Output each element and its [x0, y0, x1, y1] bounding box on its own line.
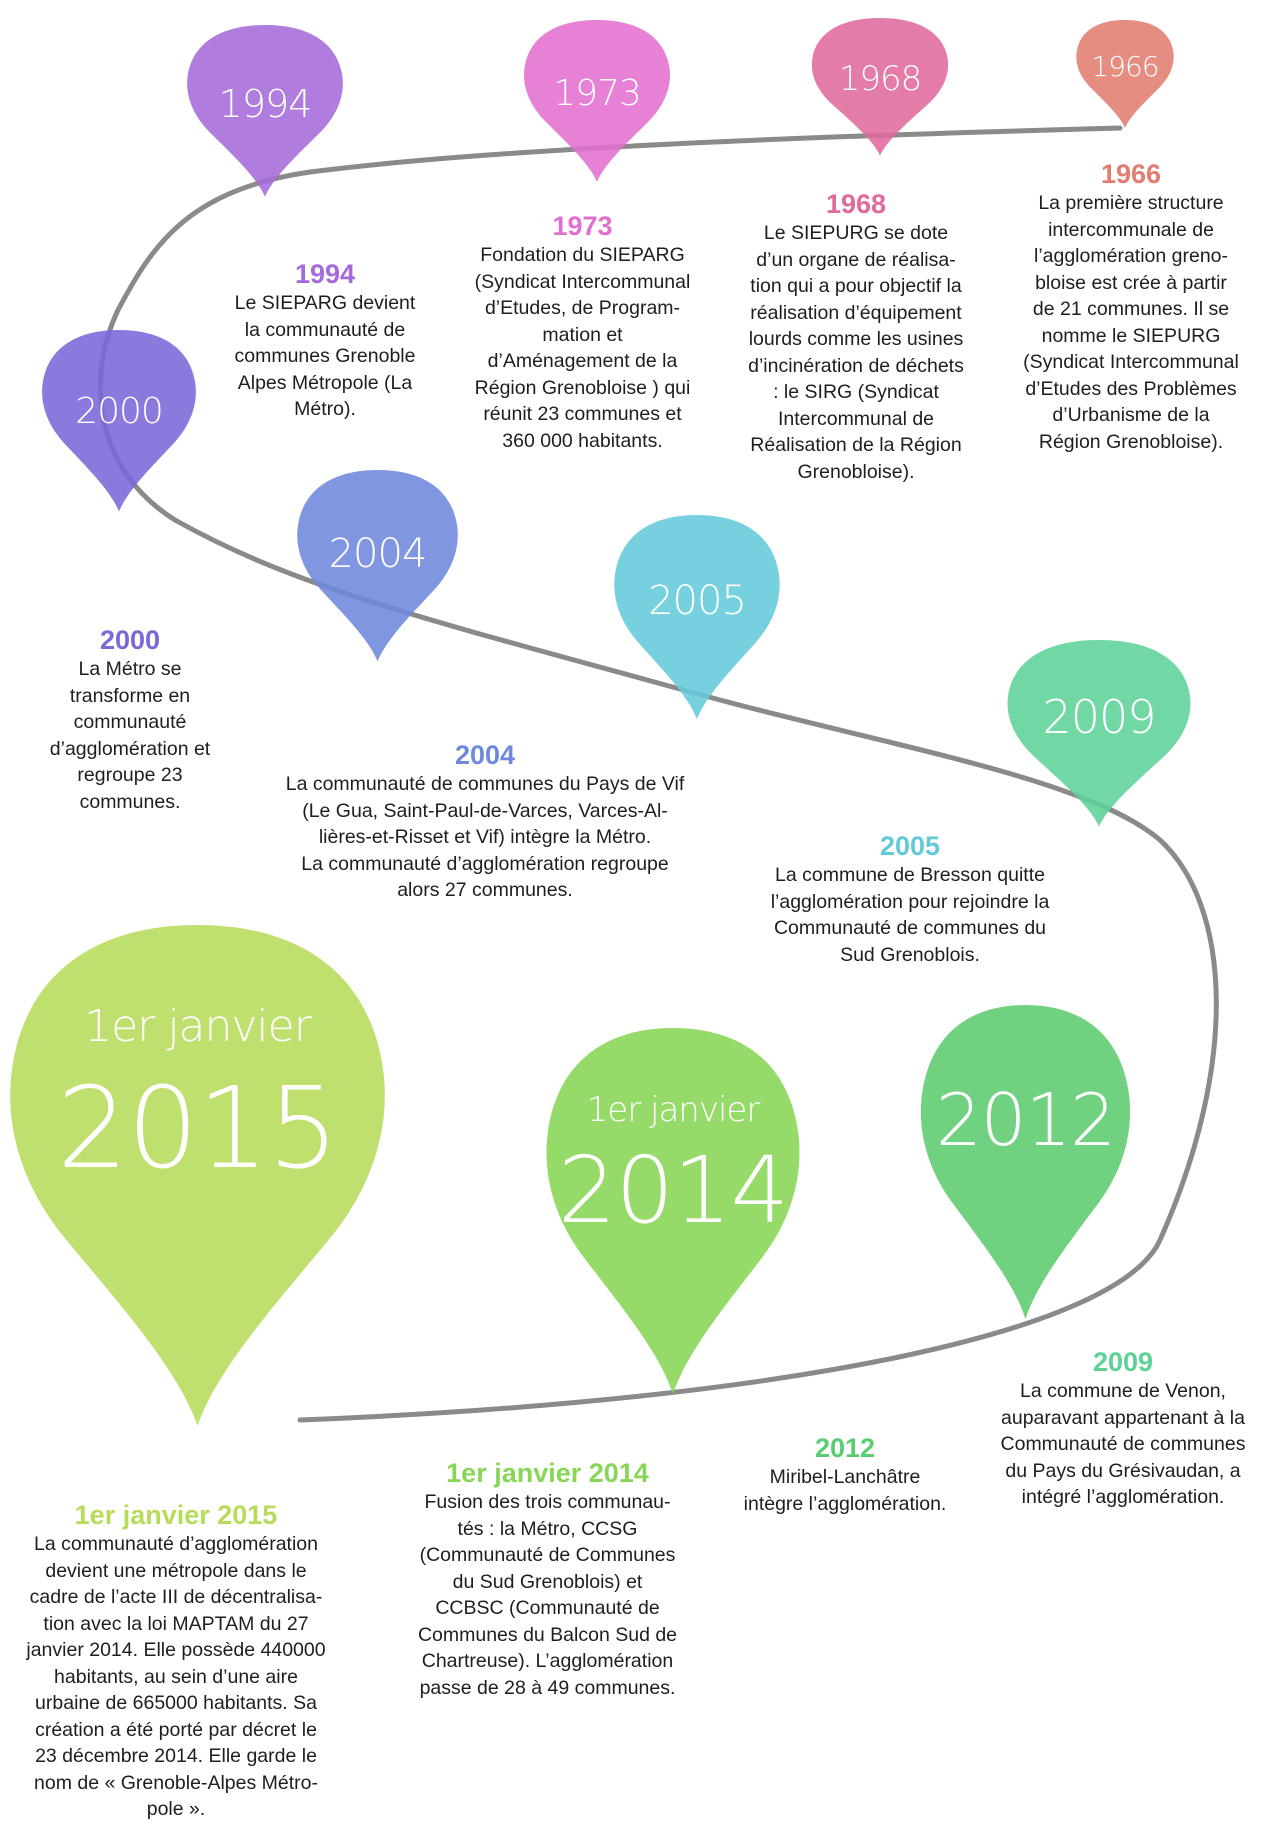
pin-2014: 1er janvier 2014 [543, 1028, 803, 1401]
pin-1973: 1973 [522, 20, 672, 185]
event-text: La première structure intercommunale de … [1023, 192, 1239, 453]
event-year: 1994 [294, 259, 356, 289]
pin-1966: 1966 [1075, 20, 1175, 130]
event-text: La commune de Bresson quitte l’aggloméra… [770, 864, 1050, 966]
pin-label: 2014 [557, 1136, 789, 1244]
event-year: 1973 [552, 211, 613, 241]
event-text: La communauté de communes du Pays de Vif… [285, 773, 685, 901]
event-2015: 1er janvier 2015 La communauté d’agglomé… [2, 1499, 350, 1823]
pin-2012: 2012 [918, 1005, 1133, 1325]
event-text: La Métro se transforme en communauté d’a… [49, 658, 211, 813]
pin-1994: 1994 [185, 25, 345, 200]
event-year: 1er janvier 2014 [446, 1458, 649, 1488]
event-year: 2012 [814, 1433, 876, 1463]
pin-1968: 1968 [810, 18, 950, 158]
pin-label-top: 1er janvier [586, 1089, 761, 1130]
event-year: 2009 [1092, 1347, 1154, 1377]
pin-2009: 2009 [1005, 640, 1193, 830]
event-1994: 1994 Le SIEPARG devient la communauté de… [215, 258, 435, 423]
event-2000: 2000 La Métro se transforme en communaut… [25, 624, 235, 815]
pin-label: 2009 [1042, 690, 1156, 744]
event-year: 1968 [825, 189, 887, 219]
event-2009: 2009 La commune de Venon, auparavant app… [978, 1346, 1268, 1511]
pin-2015: 1er janvier 2015 [5, 925, 390, 1435]
event-text: Le SIEPARG devient la communauté de comm… [234, 292, 416, 420]
pin-label: 2000 [75, 390, 164, 432]
event-year: 1966 [1100, 159, 1162, 189]
event-2004: 2004 La communauté de communes du Pays d… [240, 739, 730, 904]
pin-2005: 2005 [612, 515, 782, 723]
pin-label: 2004 [328, 530, 428, 577]
event-2014: 1er janvier 2014 Fusion des trois commun… [390, 1457, 705, 1701]
event-text: Le SIEPURG se dote d’un organe de réalis… [748, 222, 964, 483]
event-1973: 1973 Fondation du SIEPARG (Syndicat Inte… [450, 210, 715, 454]
pin-2004: 2004 [295, 470, 460, 665]
event-2005: 2005 La commune de Bresson quitte l’aggl… [735, 830, 1085, 968]
pin-label: 1973 [553, 72, 642, 114]
pin-label-top: 1er janvier [84, 1001, 312, 1052]
pin-label: 2015 [56, 1064, 339, 1194]
event-year: 2000 [99, 625, 161, 655]
event-2012: 2012 Miribel-Lanchâtre intègre l’agglomé… [720, 1432, 970, 1517]
event-year: 2004 [454, 740, 516, 770]
pin-label: 1966 [1091, 50, 1159, 83]
pin-label: 1994 [218, 81, 313, 126]
event-text: La commune de Venon, auparavant apparten… [1000, 1380, 1246, 1508]
event-text: Fusion des trois communau- tés : la Métr… [417, 1491, 678, 1699]
event-text: La communauté d’agglomération devient un… [26, 1533, 326, 1820]
pin-label: 1968 [838, 59, 923, 99]
event-1968: 1968 Le SIEPURG se dote d’un organe de r… [725, 188, 987, 485]
pin-label: 2012 [935, 1078, 1116, 1162]
event-text: Fondation du SIEPARG (Syndicat Intercomm… [474, 244, 691, 452]
event-year: 2005 [879, 831, 941, 861]
event-text: Miribel-Lanchâtre intègre l’agglomératio… [743, 1466, 947, 1515]
pin-label: 2005 [648, 578, 747, 624]
pin-2000: 2000 [40, 330, 198, 515]
event-1966: 1966 La première structure intercommunal… [1000, 158, 1262, 455]
event-year: 1er janvier 2015 [74, 1500, 278, 1530]
